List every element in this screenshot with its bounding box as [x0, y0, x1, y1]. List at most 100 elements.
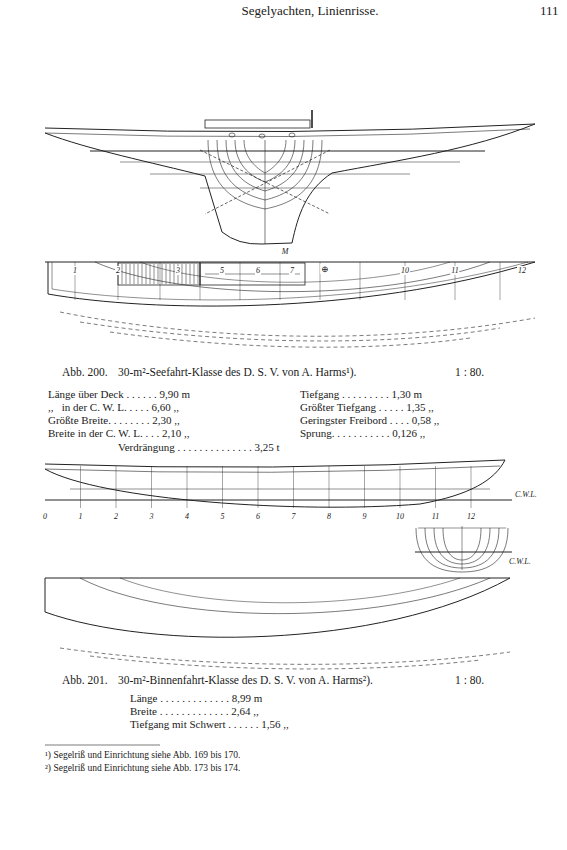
station-line	[500, 262, 501, 300]
grating-bar	[126, 264, 127, 284]
grating-bar	[194, 264, 195, 284]
station-number: 3	[149, 512, 155, 521]
grating-bar	[138, 264, 139, 284]
station-line	[151, 466, 152, 508]
body-section	[265, 140, 313, 200]
station-line	[329, 466, 330, 508]
station-line	[116, 466, 117, 508]
station-line	[222, 466, 223, 508]
callout-letter: M	[281, 247, 290, 256]
dimension: Geringster Freibord . . . . 0,58 ,,	[300, 414, 439, 427]
body-section	[217, 140, 265, 200]
station-line	[160, 262, 161, 300]
body-section	[416, 528, 462, 572]
station-number: 7	[291, 512, 297, 521]
station-line	[400, 466, 401, 508]
station-line	[435, 466, 436, 508]
grating-bar	[162, 264, 163, 284]
grating-bar	[170, 264, 171, 284]
yacht-201-section	[415, 526, 512, 572]
station-line	[258, 466, 259, 508]
station-line	[293, 466, 294, 508]
dimension: Größter Tiefgang . . . . . 1,35 ,,	[300, 401, 434, 414]
dimension: Länge über Deck . . . . . . 9,90 m	[48, 388, 190, 401]
body-section	[265, 140, 322, 209]
yacht-201-profile	[45, 460, 512, 508]
station-line	[240, 262, 241, 300]
grating-bar	[158, 264, 159, 284]
station-number: 2	[115, 266, 121, 275]
waterline-label: C.W.L.	[514, 490, 538, 499]
dimension: Sprung. . . . . . . . . . . 0,126 ,,	[300, 427, 425, 440]
body-section	[462, 528, 508, 572]
grating-bar	[130, 264, 131, 284]
station-number: 3	[175, 266, 181, 275]
dimension: Breite in der C. W. L. . . . 2,10 ,,	[48, 427, 189, 440]
station-number: 6	[255, 512, 261, 521]
grating-bar	[198, 264, 199, 284]
station-number: 6	[255, 266, 261, 275]
figure-number: Abb. 200.	[62, 366, 108, 379]
body-section	[443, 528, 462, 560]
station-number: 11	[450, 266, 459, 275]
body-section	[462, 528, 499, 568]
station-number: 10	[400, 266, 410, 275]
station-symbol: ⊕	[320, 264, 330, 274]
grating-bar	[182, 264, 183, 284]
dimension: Tiefgang mit Schwert . . . . . . 1,56 ,,	[130, 718, 289, 731]
footnote: ¹) Segelriß und Einrichtung siehe Abb. 1…	[45, 750, 240, 761]
dimension: Größte Breite. . . . . . . . 2,30 ,,	[48, 414, 180, 427]
station-line	[360, 262, 361, 300]
grating-bar	[166, 264, 167, 284]
body-section	[208, 140, 265, 209]
grating-bar	[154, 264, 155, 284]
station-number: 8	[326, 512, 332, 521]
running-head: Segelyachten, Linienrisse.	[242, 4, 379, 19]
grating-bar	[134, 264, 135, 284]
station-number: 1	[78, 512, 84, 521]
station-line	[471, 466, 472, 508]
grating-bar	[190, 264, 191, 284]
body-section	[244, 140, 265, 173]
yacht-200-profile	[45, 110, 535, 244]
station-number: 4	[184, 512, 190, 521]
body-section	[434, 528, 462, 564]
body-section	[462, 528, 481, 560]
station-number: 11	[431, 512, 440, 521]
footnote-rule	[45, 745, 160, 746]
body-section	[265, 140, 304, 191]
dimension: Tiefgang . . . . . . . . . 1,30 m	[300, 388, 422, 401]
waterline-label: C.W.L.	[508, 557, 532, 566]
dimension: Länge . . . . . . . . . . . . . 8,99 m	[130, 692, 262, 705]
station-number: 2	[113, 512, 119, 521]
body-section	[265, 140, 286, 173]
station-line	[280, 262, 281, 300]
dimension: Verdrängung . . . . . . . . . . . . . . …	[118, 441, 280, 454]
station-line	[200, 262, 201, 300]
station-number: 0	[42, 512, 48, 521]
body-section	[265, 140, 295, 182]
station-number: 7	[289, 266, 295, 275]
page-number: 111	[540, 4, 559, 19]
grating-bar	[146, 264, 147, 284]
dimension: Breite . . . . . . . . . . . . . 2,64 ,,	[130, 705, 259, 718]
station-line	[364, 466, 365, 508]
station-number: 1	[72, 266, 78, 275]
station-number: 10	[395, 512, 405, 521]
grating-bar	[186, 264, 187, 284]
grating-bar	[142, 264, 143, 284]
scale: 1 : 80.	[455, 366, 484, 379]
body-section	[226, 140, 265, 191]
station-line	[187, 466, 188, 508]
footnote: ²) Segelriß und Einrichtung siehe Abb. 1…	[45, 763, 240, 774]
grating-bar	[150, 264, 151, 284]
yacht-201-plan	[45, 578, 510, 669]
figure-caption: 30-m²-Seefahrt-Klasse des D. S. V. von A…	[118, 366, 356, 379]
scale: 1 : 80.	[455, 674, 484, 687]
station-number: 9	[362, 512, 368, 521]
station-line	[80, 466, 81, 508]
station-number: 12	[466, 512, 476, 521]
grating-bar	[122, 264, 123, 284]
dimension: ,, in der C. W. L. . . . . 6,60 ,,	[48, 401, 179, 414]
